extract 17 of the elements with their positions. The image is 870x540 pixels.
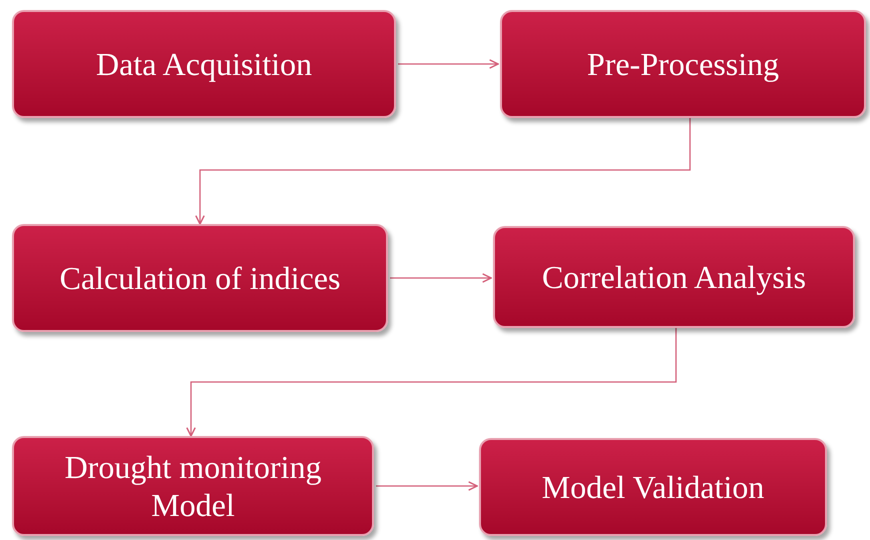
process-box <box>493 226 855 328</box>
box-label: Calculation of indices <box>60 259 340 297</box>
box-label: Drought monitoring Model <box>64 448 322 524</box>
process-box <box>12 436 374 536</box>
arrow <box>390 273 492 283</box>
process-box <box>12 10 396 118</box>
arrow <box>195 118 691 225</box>
process-box <box>479 438 827 536</box>
process-box <box>500 10 866 118</box>
box-label: Correlation Analysis <box>542 258 806 296</box>
box-label: Model Validation <box>542 468 764 506</box>
box-label: Pre-Processing <box>587 45 779 83</box>
box-label: Data Acquisition <box>96 45 312 83</box>
arrow <box>376 481 478 491</box>
arrow <box>186 328 677 437</box>
process-box <box>12 224 388 332</box>
arrow <box>398 59 499 69</box>
